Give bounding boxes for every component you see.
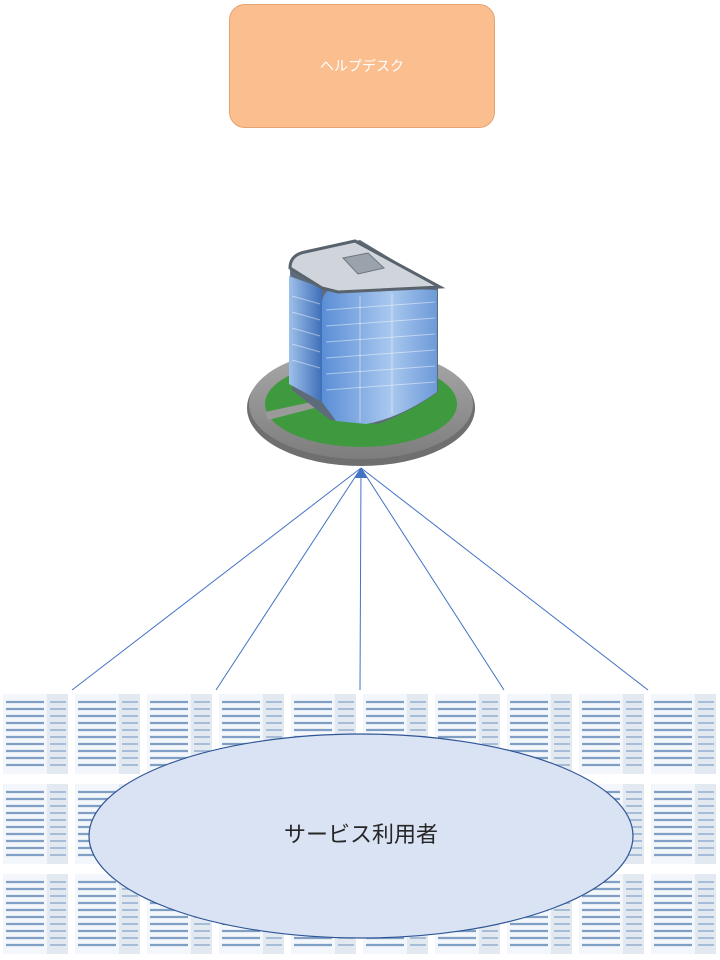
users-label: サービス利用者 — [284, 823, 438, 848]
office-building-icon — [247, 239, 475, 466]
connector-line — [360, 467, 649, 691]
connector-line — [215, 467, 362, 691]
connector-line — [71, 467, 362, 691]
users-ellipse — [88, 733, 634, 939]
connector-line — [359, 467, 362, 691]
arrow-head — [355, 468, 367, 478]
connector-lines — [71, 467, 649, 691]
helpdesk-label: ヘルプデスク — [320, 59, 404, 75]
connector-line — [360, 467, 505, 691]
helpdesk-box: ヘルプデスク — [229, 4, 495, 128]
